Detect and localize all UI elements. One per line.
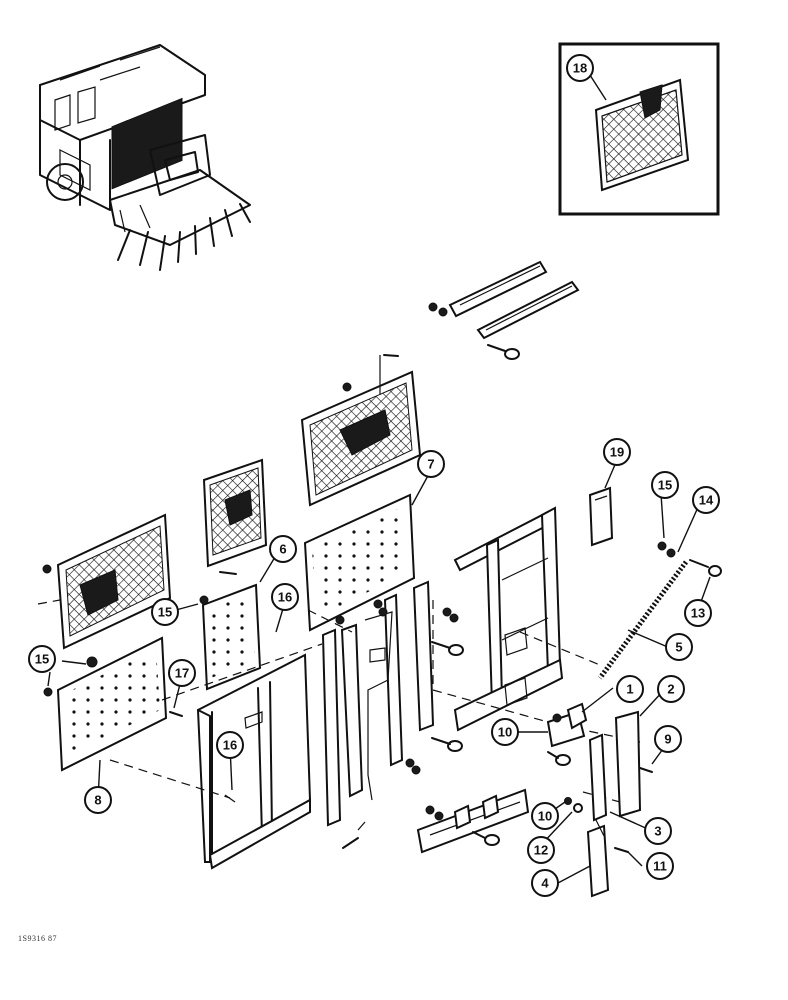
callout-14: 14 (692, 486, 720, 514)
svg-text:18: 18 (573, 61, 587, 76)
svg-text:15: 15 (35, 652, 49, 667)
callout-16-upper: 16 (271, 583, 299, 611)
inset-detail-box (558, 42, 720, 216)
callout-9: 9 (654, 725, 682, 753)
callout-3: 3 (644, 817, 672, 845)
machine-overview-illustration (39, 44, 251, 271)
callout-12: 12 (527, 836, 555, 864)
svg-text:10: 10 (538, 809, 552, 824)
callout-19: 19 (603, 438, 631, 466)
svg-text:15: 15 (658, 478, 672, 493)
svg-text:19: 19 (610, 445, 624, 460)
svg-text:15: 15 (158, 605, 172, 620)
bracket-1 (546, 702, 588, 766)
svg-text:17: 17 (175, 666, 189, 681)
mesh-panel-small (202, 458, 268, 575)
svg-text:7: 7 (427, 457, 434, 472)
svg-text:12: 12 (534, 843, 548, 858)
lower-mount-bracket (416, 788, 530, 854)
top-rail-assembly (428, 260, 580, 360)
callout-15-right: 15 (651, 471, 679, 499)
callout-15-middle: 15 (151, 598, 179, 626)
brackets-2-3-4 (564, 710, 653, 898)
callout-18: 18 (566, 54, 594, 82)
chain-5 (597, 560, 689, 680)
callout-17: 17 (168, 659, 196, 687)
perforated-panel-6 (201, 583, 262, 691)
svg-text:11: 11 (653, 859, 667, 874)
reference-code: 1S9316 87 (18, 934, 57, 943)
svg-text:16: 16 (223, 738, 237, 753)
basket-grille (111, 97, 183, 190)
svg-text:6: 6 (279, 542, 286, 557)
svg-text:2: 2 (667, 682, 674, 697)
callout-10-lower: 10 (531, 802, 559, 830)
svg-text:16: 16 (278, 590, 292, 605)
callout-2: 2 (657, 675, 685, 703)
dashed-alignment-lines (109, 600, 641, 803)
perforated-panel-8 (43, 636, 168, 772)
callout-1: 1 (616, 675, 644, 703)
misc-bolts (86, 595, 236, 803)
hardware-13-14-15 (657, 541, 722, 577)
callout-11: 11 (646, 852, 674, 880)
svg-text:1: 1 (626, 682, 633, 697)
callout-13: 13 (684, 599, 712, 627)
svg-text:3: 3 (654, 824, 661, 839)
vertical-channels (321, 580, 464, 849)
mesh-panel-top (300, 354, 422, 507)
callout-10-upper: 10 (491, 718, 519, 746)
svg-text:8: 8 (94, 793, 101, 808)
callout-6: 6 (269, 535, 297, 563)
svg-text:14: 14 (699, 493, 714, 508)
svg-text:5: 5 (675, 640, 682, 655)
svg-text:9: 9 (664, 732, 671, 747)
front-frame-right (453, 506, 564, 732)
perforated-panel-7 (303, 493, 416, 632)
callout-15-left: 15 (28, 645, 56, 673)
svg-text:13: 13 (691, 606, 705, 621)
callout-16-lower: 16 (216, 731, 244, 759)
svg-text:10: 10 (498, 725, 512, 740)
callout-5: 5 (665, 633, 693, 661)
callout-4: 4 (531, 869, 559, 897)
svg-text:4: 4 (541, 876, 549, 891)
bracket-19 (588, 486, 614, 547)
callout-7: 7 (417, 450, 445, 478)
callout-8: 8 (84, 786, 112, 814)
front-frame-left (196, 653, 312, 870)
mesh-panel-left (37, 513, 172, 650)
